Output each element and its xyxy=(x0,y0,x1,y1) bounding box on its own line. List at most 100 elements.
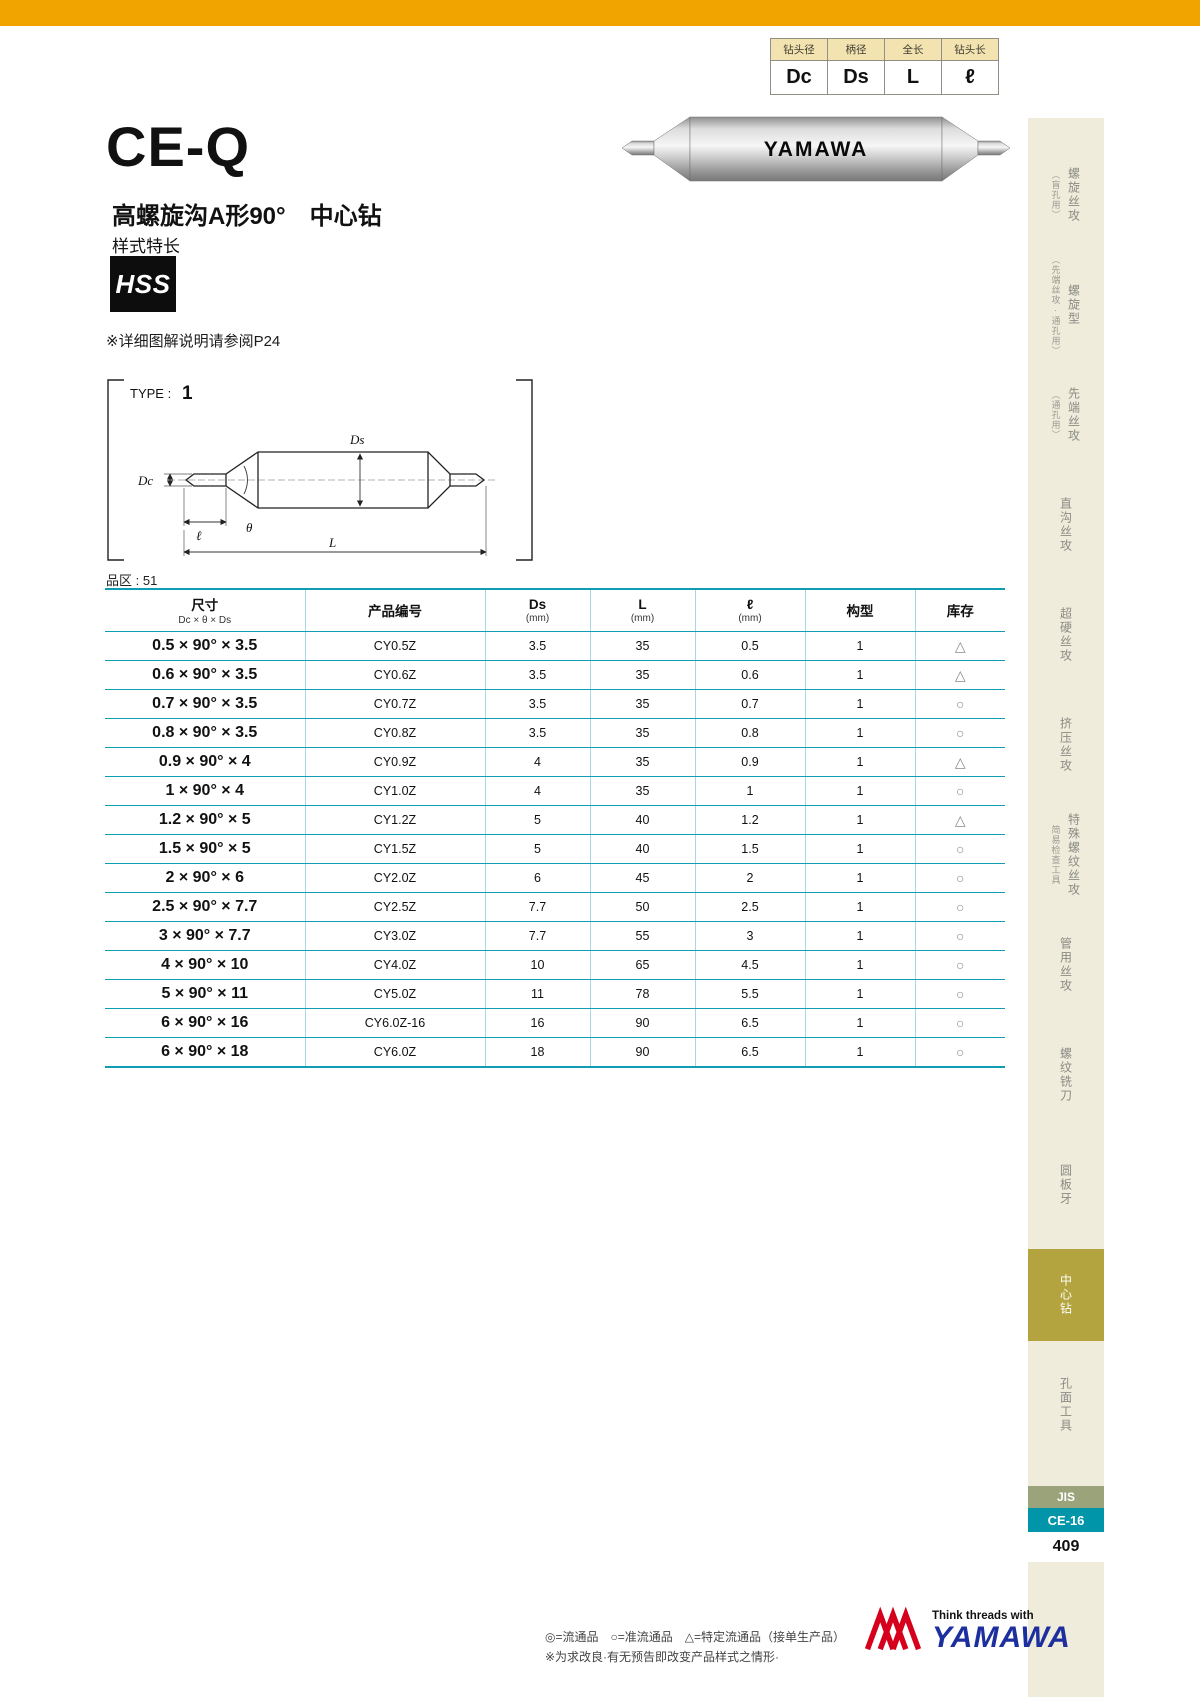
dimension-legend-value: ℓ xyxy=(941,60,999,95)
cell-size: 0.5 × 90° × 3.5 xyxy=(105,631,305,661)
page-number: 409 xyxy=(1028,1532,1104,1562)
cell-size: 6 × 90° × 18 xyxy=(105,1037,305,1068)
cell-config: 1 xyxy=(804,892,915,922)
cell-size: 0.9 × 90° × 4 xyxy=(105,747,305,777)
footer-legend: ◎=流通品 ○=准流通品 △=特定流通品（接单生产品） ※为求改良·有无预告即改… xyxy=(545,1627,845,1668)
cell-stock: △ xyxy=(914,747,1005,777)
col-header-drill-length: ℓ (mm) xyxy=(694,588,805,632)
cell-drill-length: 0.8 xyxy=(694,718,805,748)
cell-stock: ○ xyxy=(914,892,1005,922)
sidebar-tab: 特殊螺纹丝攻 简易检查工具 xyxy=(1028,800,1104,910)
cell-size: 1 × 90° × 4 xyxy=(105,776,305,806)
cell-config: 1 xyxy=(804,979,915,1009)
cell-drill-length: 0.5 xyxy=(694,631,805,661)
cell-config: 1 xyxy=(804,834,915,864)
cell-drill-length: 4.5 xyxy=(694,950,805,980)
cell-product-code: CY2.0Z xyxy=(304,863,485,893)
cell-ds: 7.7 xyxy=(484,892,590,922)
sidebar-tab-label: 管用丝攻 xyxy=(1058,937,1073,993)
cell-size: 0.7 × 90° × 3.5 xyxy=(105,689,305,719)
table-row: 0.6 × 90° × 3.5 CY0.6Z 3.5 35 0.6 1 △ xyxy=(105,660,1005,690)
sidebar-tab-label: 螺纹铣刀 xyxy=(1058,1047,1073,1103)
col-header-config: 构型 xyxy=(804,588,915,632)
photo-brand-text: YAMAWA xyxy=(764,138,869,161)
cell-length: 35 xyxy=(589,631,695,661)
label-dc: Dc xyxy=(137,473,153,488)
cell-drill-length: 0.7 xyxy=(694,689,805,719)
table-row: 4 × 90° × 10 CY4.0Z 10 65 4.5 1 ○ xyxy=(105,950,1005,980)
style-variant-note: 样式特长 xyxy=(112,237,180,256)
sidebar-tab: 直沟丝攻 xyxy=(1028,470,1104,580)
table-row: 3 × 90° × 7.7 CY3.0Z 7.7 55 3 1 ○ xyxy=(105,921,1005,951)
cell-product-code: CY0.9Z xyxy=(304,747,485,777)
cell-drill-length: 6.5 xyxy=(694,1037,805,1068)
cell-length: 35 xyxy=(589,660,695,690)
cell-length: 90 xyxy=(589,1037,695,1068)
cell-drill-length: 2 xyxy=(694,863,805,893)
cell-size: 4 × 90° × 10 xyxy=(105,950,305,980)
cell-drill-length: 1.2 xyxy=(694,805,805,835)
table-row: 2.5 × 90° × 7.7 CY2.5Z 7.7 50 2.5 1 ○ xyxy=(105,892,1005,922)
cell-config: 1 xyxy=(804,863,915,893)
dimension-legend-header: 钻头径 xyxy=(770,38,828,61)
cell-ds: 3.5 xyxy=(484,718,590,748)
sidebar-tab-label: 挤压丝攻 xyxy=(1058,717,1073,773)
cell-config: 1 xyxy=(804,1037,915,1068)
sidebar-tab-label: 螺旋丝攻 xyxy=(1066,167,1081,223)
series-code: 品区 : 51 xyxy=(106,573,158,588)
cell-drill-length: 3 xyxy=(694,921,805,951)
cell-length: 35 xyxy=(589,747,695,777)
sidebar-tab-sublabel: （先端丝攻·通孔用） xyxy=(1050,254,1061,356)
cell-ds: 3.5 xyxy=(484,660,590,690)
cell-stock: △ xyxy=(914,631,1005,661)
sidebar-tab: 管用丝攻 xyxy=(1028,910,1104,1020)
cell-size: 3 × 90° × 7.7 xyxy=(105,921,305,951)
jis-page-block: JIS CE-16 409 xyxy=(1028,1486,1104,1562)
cell-stock: ○ xyxy=(914,776,1005,806)
label-theta: θ xyxy=(246,520,253,535)
drill-outline xyxy=(184,451,486,509)
cell-size: 2.5 × 90° × 7.7 xyxy=(105,892,305,922)
product-photo: YAMAWA xyxy=(618,110,1014,188)
cell-config: 1 xyxy=(804,718,915,748)
cell-product-code: CY6.0Z-16 xyxy=(304,1008,485,1038)
sidebar-tab-label: 螺旋型 xyxy=(1066,284,1081,326)
sidebar-tab: 先端丝攻 （通孔用） xyxy=(1028,360,1104,470)
cell-drill-length: 2.5 xyxy=(694,892,805,922)
cell-config: 1 xyxy=(804,631,915,661)
cell-ds: 6 xyxy=(484,863,590,893)
sidebar-tab: 螺纹铣刀 xyxy=(1028,1020,1104,1130)
cell-length: 45 xyxy=(589,863,695,893)
cell-stock: ○ xyxy=(914,834,1005,864)
col-header-size: 尺寸 Dc × θ × Ds xyxy=(105,588,305,632)
cell-stock: ○ xyxy=(914,950,1005,980)
cell-config: 1 xyxy=(804,805,915,835)
disclaimer-note: ※为求改良·有无预告即改变产品样式之情形· xyxy=(545,1650,780,1665)
cell-size: 6 × 90° × 16 xyxy=(105,1008,305,1038)
cell-ds: 10 xyxy=(484,950,590,980)
sidebar-tab: 螺旋型 （先端丝攻·通孔用） xyxy=(1028,250,1104,360)
cell-stock: ○ xyxy=(914,689,1005,719)
cell-ds: 11 xyxy=(484,979,590,1009)
sidebar-tab: 圆板牙 xyxy=(1028,1130,1104,1240)
col-header-product-code: 产品编号 xyxy=(304,588,485,632)
dimension-legend-header: 全长 xyxy=(884,38,942,61)
sidebar-tab: 中心钻 xyxy=(1028,1240,1104,1350)
sidebar-tab-label: 特殊螺纹丝攻 xyxy=(1066,813,1081,897)
sidebar-tab: 孔面工具 xyxy=(1028,1350,1104,1460)
table-row: 0.7 × 90° × 3.5 CY0.7Z 3.5 35 0.7 1 ○ xyxy=(105,689,1005,719)
cell-drill-length: 1 xyxy=(694,776,805,806)
table-row: 6 × 90° × 16 CY6.0Z-16 16 90 6.5 1 ○ xyxy=(105,1008,1005,1038)
sidebar-tab-label: 圆板牙 xyxy=(1058,1164,1073,1206)
cell-product-code: CY1.0Z xyxy=(304,776,485,806)
category-sidebar: 螺旋丝攻 （盲孔用） 螺旋型 （先端丝攻·通孔用） 先端丝攻 （通孔用） 直沟丝… xyxy=(1028,118,1104,1697)
dimension-legend-value: Dc xyxy=(770,60,828,95)
cell-product-code: CY5.0Z xyxy=(304,979,485,1009)
sidebar-tab-label: 先端丝攻 xyxy=(1066,387,1081,443)
sidebar-tab-label: 中心钻 xyxy=(1058,1274,1073,1316)
cell-size: 1.5 × 90° × 5 xyxy=(105,834,305,864)
sidebar-tab-label: 孔面工具 xyxy=(1058,1377,1073,1433)
brand-name: YAMAWA xyxy=(932,1621,1071,1654)
product-series-title: CE-Q xyxy=(106,115,250,178)
cell-ds: 16 xyxy=(484,1008,590,1038)
